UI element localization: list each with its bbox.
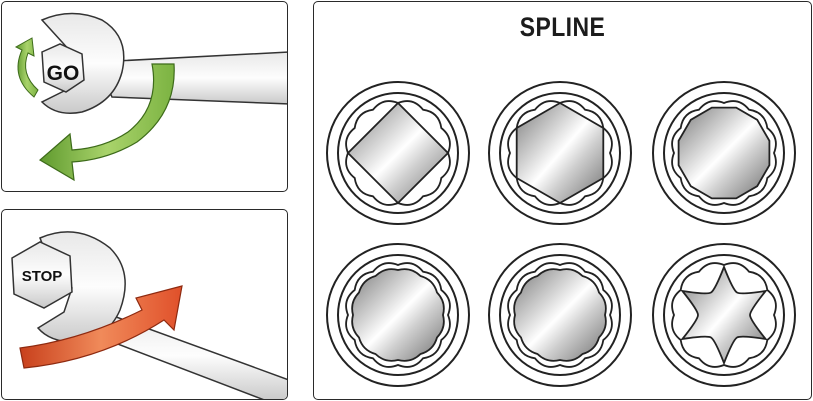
spline-title: SPLINE: [519, 12, 606, 42]
go-label: GO: [47, 62, 80, 85]
socket-torx-6: [649, 240, 799, 390]
socket-spline-5: [485, 240, 635, 390]
wrench-handle: [95, 51, 287, 105]
stop-direction-arrow-icon: [19, 285, 183, 369]
go-direction-arrow-icon: [38, 63, 175, 182]
socket-double-hex-3: [649, 78, 799, 228]
rotate-arrow-icon: [14, 37, 39, 98]
go-wrench-illustration: GO: [14, 12, 287, 182]
spline-fastener-icon: [513, 268, 607, 362]
socket-square-1: [323, 78, 473, 228]
spline-fastener-icon: [351, 268, 445, 362]
square-fastener-icon: [346, 101, 450, 205]
hex-fastener-icon: [515, 101, 605, 205]
stop-wrench-illustration: STOP: [11, 231, 287, 399]
socket-hex-2: [485, 78, 635, 228]
torx-fastener-icon: [680, 264, 768, 366]
stop-label: STOP: [22, 268, 63, 285]
nut-icon: [11, 241, 73, 309]
go-panel: GO: [1, 1, 288, 192]
socket-spline-4: [323, 240, 473, 390]
nut-icon: [41, 43, 85, 93]
double-hex-fastener-icon: [677, 106, 771, 200]
spline-panel: SPLINE: [313, 1, 812, 400]
stop-panel: STOP: [1, 209, 288, 400]
